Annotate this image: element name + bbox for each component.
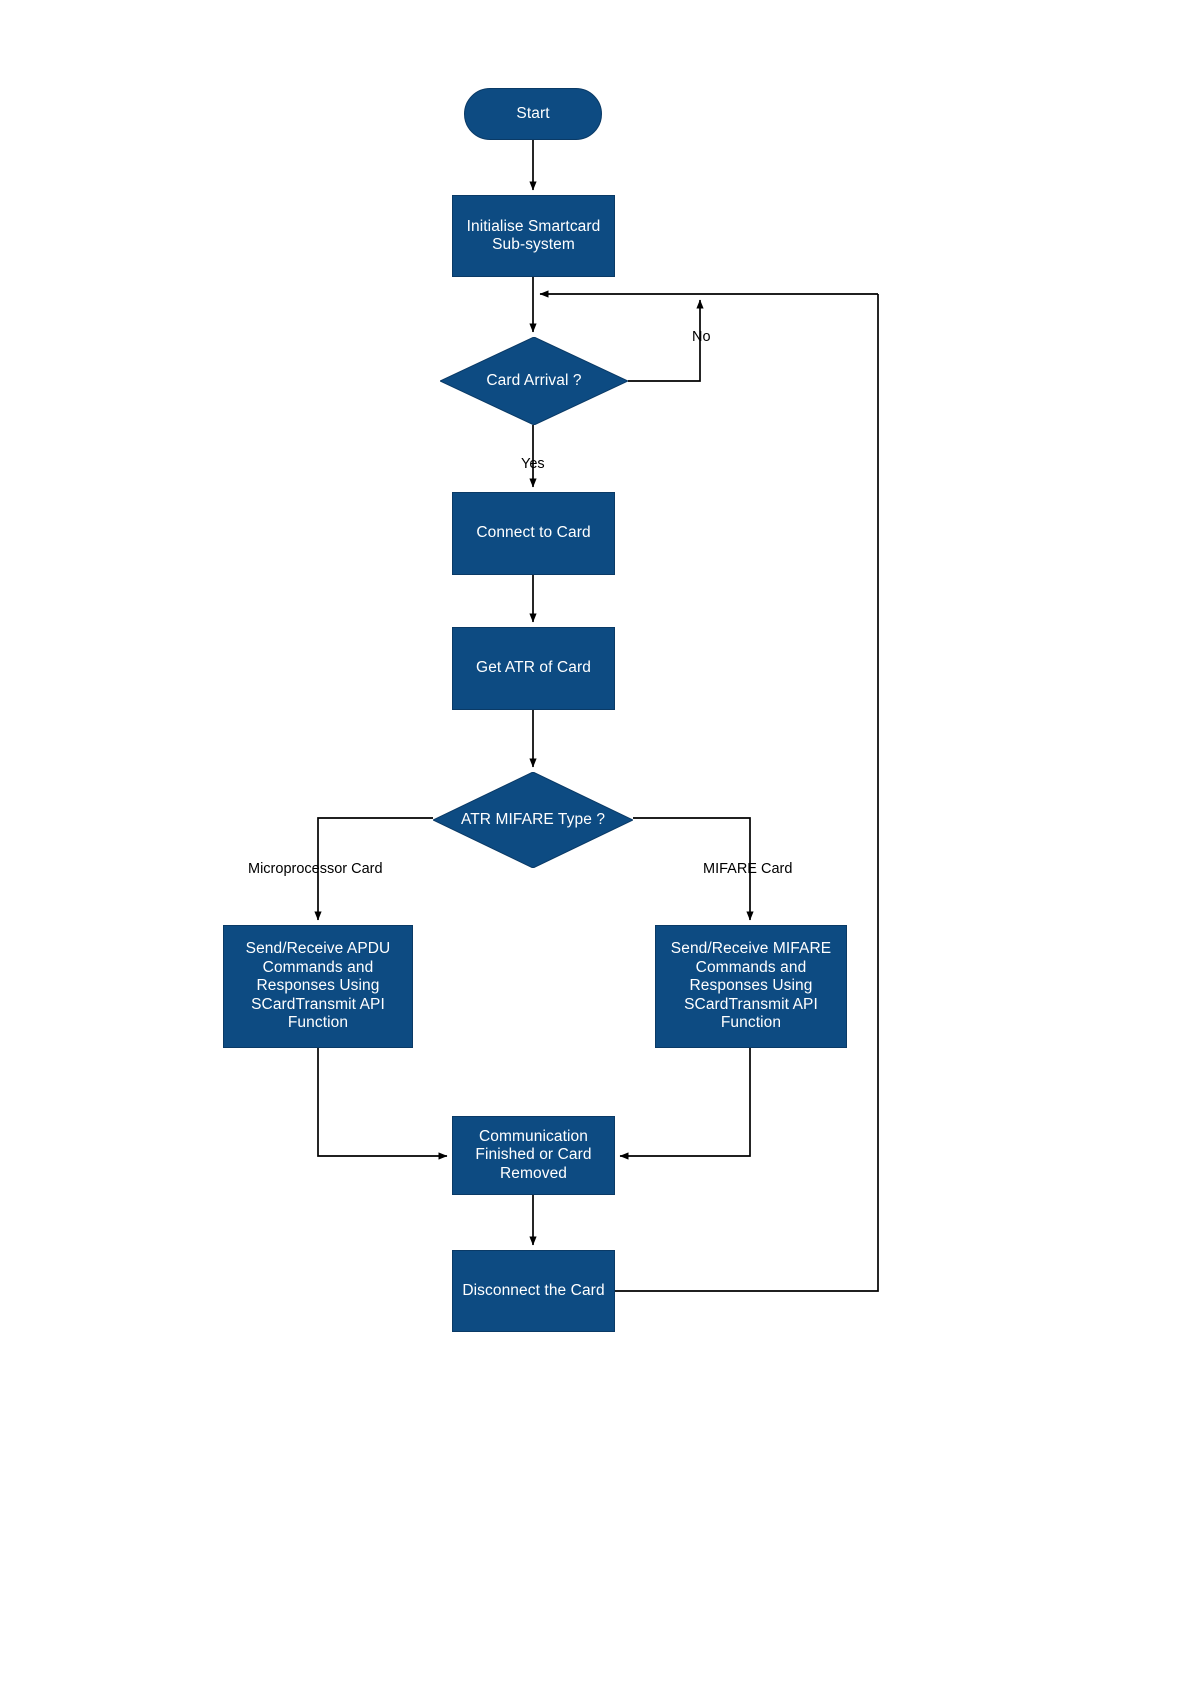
edge-atrtype-to-mifare (633, 817, 754, 921)
node-send-receive-apdu[interactable]: Send/Receive APDU Commands and Responses… (223, 925, 413, 1048)
node-get-atr-label: Get ATR of Card (476, 659, 591, 677)
node-send-receive-mifare[interactable]: Send/Receive MIFARE Commands and Respons… (655, 925, 847, 1048)
edge-disconnect-loop-back (615, 294, 879, 1292)
node-mifare-label: Send/Receive MIFARE Commands and Respons… (670, 940, 832, 1032)
node-initialise-smartcard-subsystem[interactable]: Initialise Smartcard Sub-system (452, 195, 615, 277)
node-initialise-label: Initialise Smartcard Sub-system (466, 217, 601, 254)
node-start[interactable]: Start (464, 88, 602, 140)
edge-atrtype-to-apdu (314, 817, 433, 921)
node-communication-finished[interactable]: Communication Finished or Card Removed (452, 1116, 615, 1195)
node-card-arrival-decision[interactable]: Card Arrival ? (440, 337, 628, 425)
node-atr-mifare-type-decision[interactable]: ATR MIFARE Type ? (433, 772, 633, 868)
node-apdu-label: Send/Receive APDU Commands and Responses… (245, 940, 391, 1032)
diamond-shape-card-arrival (440, 337, 628, 425)
node-connect-to-card[interactable]: Connect to Card (452, 492, 615, 575)
edge-no-up (628, 299, 704, 382)
edge-label-no: No (692, 329, 711, 345)
node-get-atr-of-card[interactable]: Get ATR of Card (452, 627, 615, 710)
node-card-arrival-label: Card Arrival ? (486, 371, 582, 389)
edge-label-yes: Yes (521, 456, 545, 472)
edge-mifare-to-finished (619, 1048, 751, 1160)
diamond-shape-atr-mifare-type (433, 772, 633, 868)
node-connect-label: Connect to Card (476, 524, 591, 542)
edge-label-microprocessor-card: Microprocessor Card (248, 861, 383, 877)
edge-apdu-to-finished (317, 1048, 448, 1160)
node-finished-label: Communication Finished or Card Removed (475, 1127, 592, 1182)
node-disconnect-the-card[interactable]: Disconnect the Card (452, 1250, 615, 1332)
edge-label-mifare-card: MIFARE Card (703, 861, 793, 877)
node-disconnect-label: Disconnect the Card (462, 1281, 605, 1299)
node-start-label: Start (516, 104, 550, 122)
node-atr-mifare-type-label: ATR MIFARE Type ? (460, 810, 606, 828)
